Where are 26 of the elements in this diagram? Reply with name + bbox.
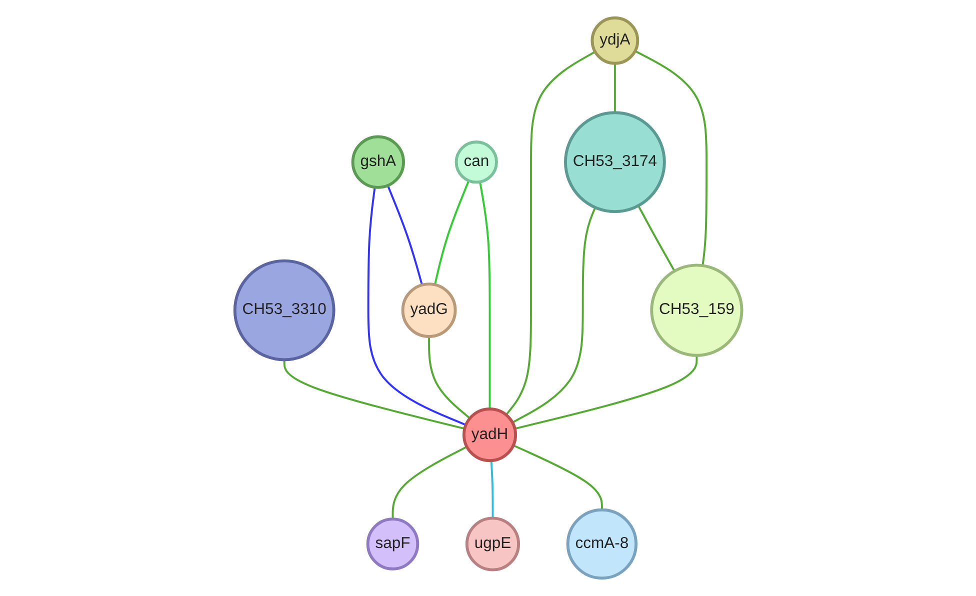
connector xyxy=(391,446,467,520)
connector xyxy=(283,360,465,430)
connector xyxy=(434,180,470,285)
connector xyxy=(614,63,616,113)
node-circle: ccmA-8 xyxy=(566,508,638,580)
node-circle: can xyxy=(454,140,498,184)
connector xyxy=(504,50,596,416)
node-circle: CH53_159 xyxy=(650,264,743,357)
node-circle: ydjA xyxy=(590,16,639,65)
connector xyxy=(512,444,603,510)
node-circle: gshA xyxy=(350,135,405,189)
node-circle: CH53_3310 xyxy=(233,259,335,362)
connector xyxy=(634,50,708,266)
connector xyxy=(514,355,698,430)
node-circle: yadH xyxy=(462,408,517,462)
node-circle: yadG xyxy=(400,282,456,338)
connector xyxy=(478,182,490,410)
connector xyxy=(386,185,423,286)
connector xyxy=(512,207,596,424)
connector xyxy=(637,205,675,272)
node-circle: ugpE xyxy=(465,516,520,572)
connector xyxy=(490,460,494,518)
node-circle: sapF xyxy=(366,518,419,570)
node-circle: CH53_3174 xyxy=(564,111,666,214)
connector xyxy=(366,187,466,426)
connector xyxy=(428,336,470,420)
